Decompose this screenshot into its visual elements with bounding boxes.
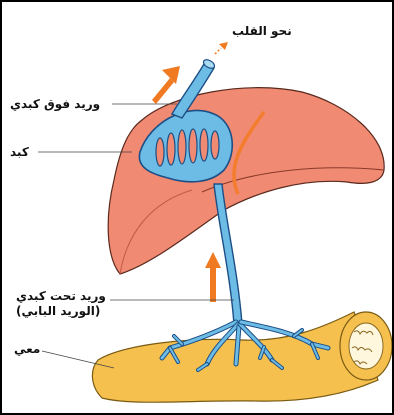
label-liver: كبد (10, 145, 29, 160)
label-portal-vein-line2: (الوريد البابي) (16, 304, 100, 319)
liver-shape (108, 88, 384, 274)
label-intestine: معي (14, 342, 40, 357)
label-to-heart: نحو القلب (232, 24, 292, 39)
label-hepatic-vein: وريد فوق كبدي (10, 97, 100, 112)
arrow-to-heart-icon (215, 42, 228, 54)
liver (108, 88, 384, 274)
label-portal-vein-line1: وريد تحت كبدي (16, 289, 106, 304)
arrow-up-middle-icon (205, 252, 221, 302)
arrow-up-left-icon (152, 66, 180, 104)
